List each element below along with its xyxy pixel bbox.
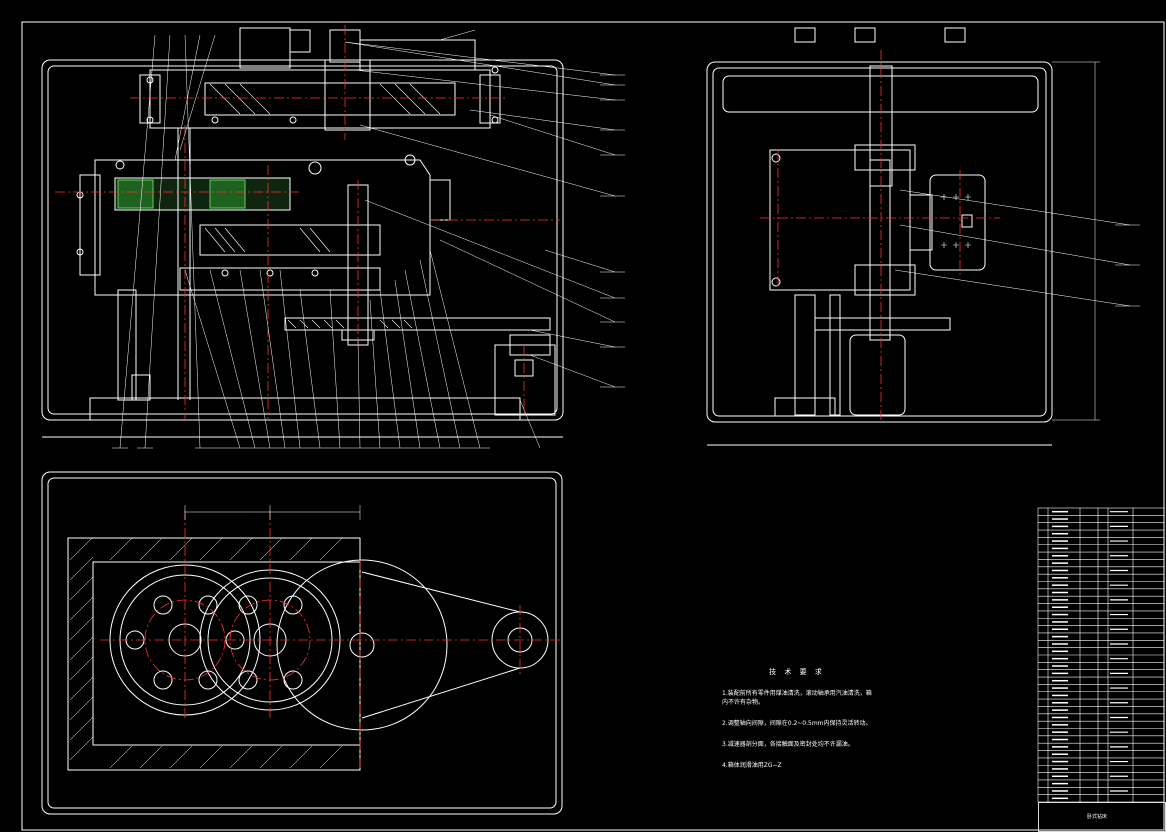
tech-req-item: 3.减速器剖分面，各接触面及密封处均不许漏油。 — [722, 741, 854, 748]
side-view — [706, 27, 1053, 446]
tech-req-item: 2.调整轴向间隙，间隙在0.2~0.5mm内保持灵活转动。 — [722, 720, 872, 727]
title-block-label: 卧式钻床 — [1087, 814, 1108, 820]
leader-tails — [112, 74, 625, 449]
green-gear — [117, 179, 246, 209]
tech-req-item: 1.装配前所有零件用煤油清洗，滚动轴承用汽油清洗，箱内不许有杂物。 — [722, 690, 872, 706]
front-view — [41, 27, 564, 438]
gear-sections — [204, 83, 441, 329]
top-view-hatch — [69, 537, 343, 769]
leaders-side — [894, 61, 1140, 421]
tech-req-item: 4.箱体润滑油用ZG−Z — [722, 762, 782, 769]
top-view — [41, 471, 563, 815]
centerlines-front — [55, 25, 560, 420]
sheet-border — [21, 21, 1165, 831]
title-block: 卧式钻床 — [1038, 802, 1166, 832]
bom-table — [1037, 507, 1165, 803]
technical-requirements: 技 术 要 求 1.装配前所有零件用煤油清洗，滚动轴承用汽油清洗，箱内不许有杂物… — [722, 668, 872, 782]
dimension-top — [184, 505, 361, 520]
leaders-front — [119, 29, 616, 449]
centerlines-top — [100, 510, 560, 770]
centerlines-side — [760, 50, 1000, 420]
tech-req-title: 技 术 要 求 — [769, 668, 825, 676]
side-plus-marks — [941, 194, 971, 248]
